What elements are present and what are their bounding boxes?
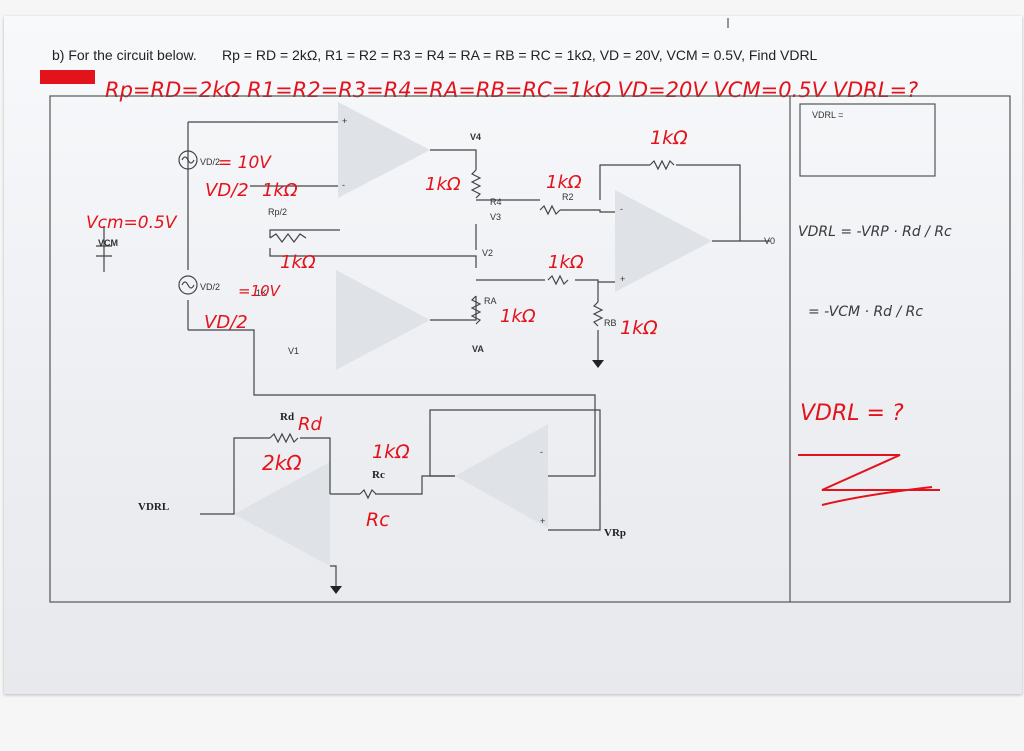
opamp-buffer-minus: - [540, 447, 543, 457]
opamp-diff-minus: - [620, 204, 623, 214]
label-vrp: VRp [604, 527, 626, 539]
wire-rd [200, 437, 331, 515]
hand-vd2-10v: = 10V [218, 153, 272, 173]
resistor-feedback [649, 159, 675, 171]
label-v2: V2 [482, 248, 493, 258]
label-v4: V4 [470, 132, 481, 142]
wire-bottom-out [430, 296, 477, 321]
hand-1k-c: 1kΩ [425, 174, 461, 195]
opamp-top-minus: - [342, 180, 345, 190]
resistor-rd [269, 432, 299, 444]
hand-vdrl-question: VDRL = ? [800, 401, 904, 426]
hand-rd: Rd [298, 414, 323, 435]
opamp-buffer-plus: + [540, 516, 545, 526]
hand-1k-a: 1kΩ [262, 180, 298, 201]
source-vd2-top [178, 150, 198, 170]
label-ra: RA [484, 296, 497, 306]
wire-diff-feedback [599, 164, 741, 242]
label-1k: 1K [256, 288, 267, 298]
hand-scribble [798, 454, 940, 506]
circuit-frame [49, 95, 1011, 603]
resistor-rb [592, 301, 604, 327]
label-rp2: Rp/2 [268, 207, 287, 217]
source-vd2-top-wave [181, 156, 195, 164]
hand-formula-2: = -VCM · Rd / Rc [808, 304, 923, 320]
label-vdrl: VDRL [138, 501, 169, 513]
hand-vd2-bottom: VD/2 [204, 312, 248, 333]
opamp-top-plus: + [342, 116, 347, 126]
wire-v2-path [476, 199, 615, 213]
wire-rp-divider [269, 229, 477, 268]
resistor-r3 [547, 274, 569, 286]
resistor-r2 [539, 204, 561, 216]
hand-1k-i: 1kΩ [372, 441, 410, 463]
opamp-drl [234, 462, 330, 566]
label-v1: V1 [288, 346, 299, 356]
hand-vd2-top: VD/2 [205, 180, 249, 201]
opamp-buffer [455, 424, 548, 528]
hand-givens: Rp=RD=2kΩ R1=R2=R3=R4=RA=RB=RC=1kΩ VD=20… [105, 78, 918, 102]
resistor-rc [359, 488, 377, 500]
label-v3: V3 [490, 212, 501, 222]
opamp-diff-plus: + [620, 274, 625, 284]
wire-drl-ground [330, 565, 337, 586]
source-vd2-bottom-wave [181, 281, 195, 289]
hand-1k-d: 1kΩ [546, 172, 582, 193]
question-prefix: b) For the circuit below. [52, 47, 197, 63]
label-vd2-top: VD/2 [200, 157, 220, 167]
answer-box-label: VDRL = [812, 110, 843, 120]
resistor-ra [470, 295, 482, 325]
hand-2k: 2kΩ [262, 451, 302, 475]
hand-formula-1: VDRL = -VRP · Rd / Rc [798, 224, 952, 240]
hand-1k-e: 1kΩ [650, 127, 688, 149]
worksheet-paper [4, 16, 1022, 694]
label-rc: Rc [372, 469, 385, 481]
answer-box [799, 103, 936, 177]
label-v0: V0 [764, 236, 775, 246]
wire-rc [330, 475, 455, 495]
wire-bottom-loop [188, 329, 596, 477]
label-r2: R2 [562, 192, 574, 202]
question-givens: Rp = RD = 2kΩ, R1 = R2 = R3 = R4 = RA = … [222, 47, 818, 63]
hand-1k-b: 1kΩ [280, 252, 316, 273]
label-rd: Rd [280, 411, 294, 423]
hand-1k-h: 1kΩ [620, 317, 658, 339]
label-r4: R4 [490, 197, 502, 207]
label-va: VA [472, 344, 484, 354]
hand-vd2-b10: =10V [238, 282, 282, 300]
source-vd2-bottom [178, 275, 198, 295]
hand-vcm: Vcm=0.5V [86, 213, 178, 233]
opamp-bottom [336, 270, 430, 370]
opamp-diff [615, 190, 712, 292]
hand-1k-f: 1kΩ [548, 252, 584, 273]
hand-rc: Rc [366, 509, 390, 531]
label-vcm: VCM [98, 238, 118, 248]
label-vd2-bottom: VD/2 [200, 282, 220, 292]
ground-arrow-a [592, 360, 604, 368]
hand-1k-g: 1kΩ [500, 306, 536, 327]
wire-v1-path [476, 279, 615, 283]
vcm-source-symbol [96, 226, 112, 272]
scribble-mark [40, 70, 95, 84]
opamp-top [338, 102, 430, 198]
label-rb: RB [604, 318, 617, 328]
resistor-rp2 [269, 233, 307, 243]
ground-arrow-b [330, 586, 342, 594]
resistor-r4 [470, 169, 482, 199]
wire-top-out [430, 149, 477, 250]
